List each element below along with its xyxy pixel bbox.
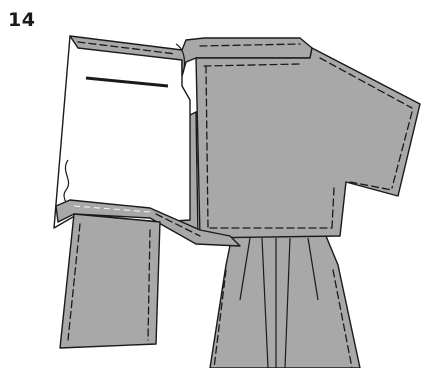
step-number: 14 bbox=[8, 11, 35, 30]
skirt-panel bbox=[210, 236, 360, 368]
facing-strip bbox=[60, 214, 160, 348]
bodice-panel bbox=[196, 48, 420, 238]
lining-panel bbox=[54, 36, 190, 228]
